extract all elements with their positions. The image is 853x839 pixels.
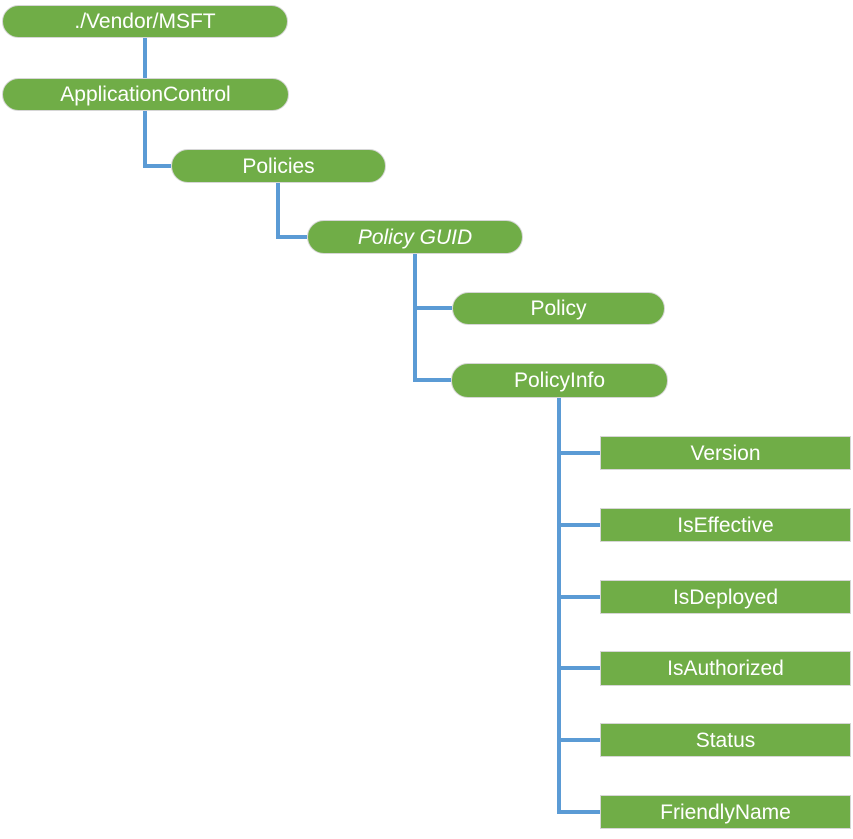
node-isauthorized: IsAuthorized	[600, 651, 851, 686]
node-policy: Policy	[452, 292, 665, 325]
connector-policyinfo-to-version	[557, 451, 600, 455]
connector-policyinfo-to-iseffective	[557, 523, 600, 527]
connector-policyinfo-to-isdeployed	[557, 595, 600, 599]
node-status: Status	[600, 723, 851, 757]
connector-applicationcontrol-to-policies-vertical	[143, 111, 147, 168]
node-applicationcontrol: ApplicationControl	[2, 78, 289, 111]
connector-applicationcontrol-to-policies-horizontal	[143, 164, 171, 168]
connector-policies-to-policyguid-horizontal	[276, 235, 307, 239]
node-iseffective: IsEffective	[600, 508, 851, 542]
node-policyinfo: PolicyInfo	[451, 363, 668, 398]
node-policy-guid: Policy GUID	[307, 220, 523, 254]
connector-policyinfo-trunk	[557, 398, 561, 814]
connector-vendor-to-applicationcontrol	[143, 38, 147, 78]
connector-policyinfo-to-friendlyname	[557, 810, 600, 814]
node-vendor-msft: ./Vendor/MSFT	[2, 5, 288, 38]
node-version: Version	[600, 436, 851, 470]
connector-policyinfo-to-status	[557, 738, 600, 742]
connector-policies-to-policyguid-vertical	[276, 183, 280, 239]
connector-policyguid-trunk	[413, 254, 417, 382]
connector-policyguid-to-policy	[413, 306, 452, 310]
node-policies: Policies	[171, 149, 386, 183]
node-friendlyname: FriendlyName	[600, 795, 851, 829]
connector-policyinfo-to-isauthorized	[557, 666, 600, 670]
connector-policyguid-to-policyinfo	[413, 378, 451, 382]
node-isdeployed: IsDeployed	[600, 580, 851, 614]
